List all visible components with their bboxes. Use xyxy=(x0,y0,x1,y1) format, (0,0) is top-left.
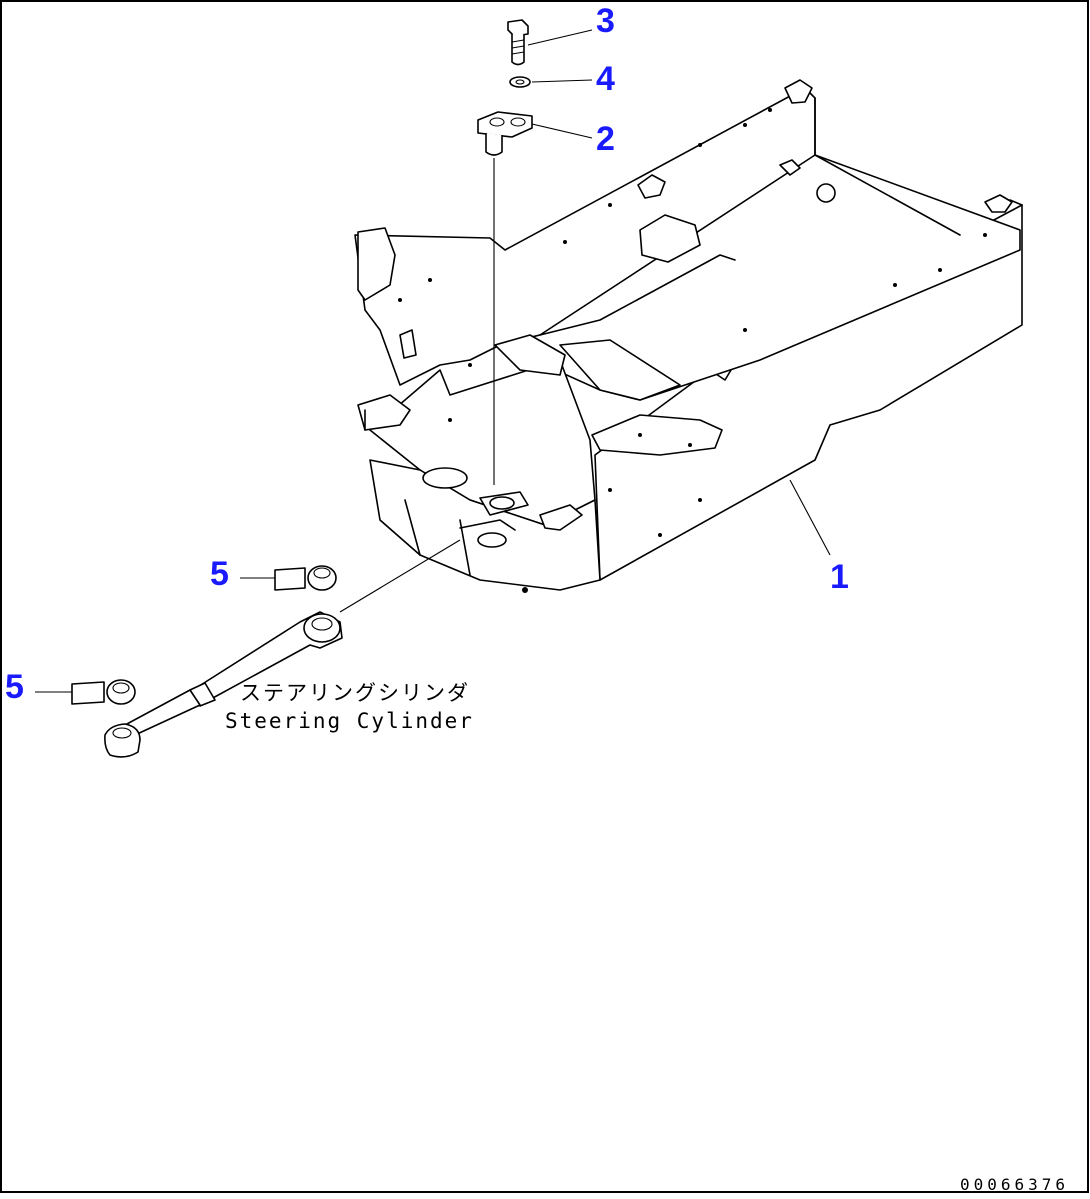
pin-part xyxy=(477,111,533,485)
bolt-part xyxy=(507,19,529,66)
leader-lines xyxy=(527,29,831,556)
callout-3: 3 xyxy=(596,2,615,40)
bushing-upper-part xyxy=(240,565,337,591)
steering-cylinder-label-jp: ステアリングシリンダ xyxy=(240,681,470,705)
washer-part xyxy=(509,76,531,88)
callout-5-upper: 5 xyxy=(210,555,229,593)
document-id: 00066376 xyxy=(960,1175,1069,1194)
callout-1: 1 xyxy=(830,558,849,596)
bushing-lower-part xyxy=(35,679,136,705)
rear-frame-part xyxy=(354,79,1023,593)
steering-cylinder-label-en: Steering Cylinder xyxy=(225,709,474,733)
callout-2: 2 xyxy=(596,120,615,158)
callout-4: 4 xyxy=(596,60,615,98)
steering-cylinder xyxy=(104,539,461,758)
callout-5-lower: 5 xyxy=(5,668,24,706)
